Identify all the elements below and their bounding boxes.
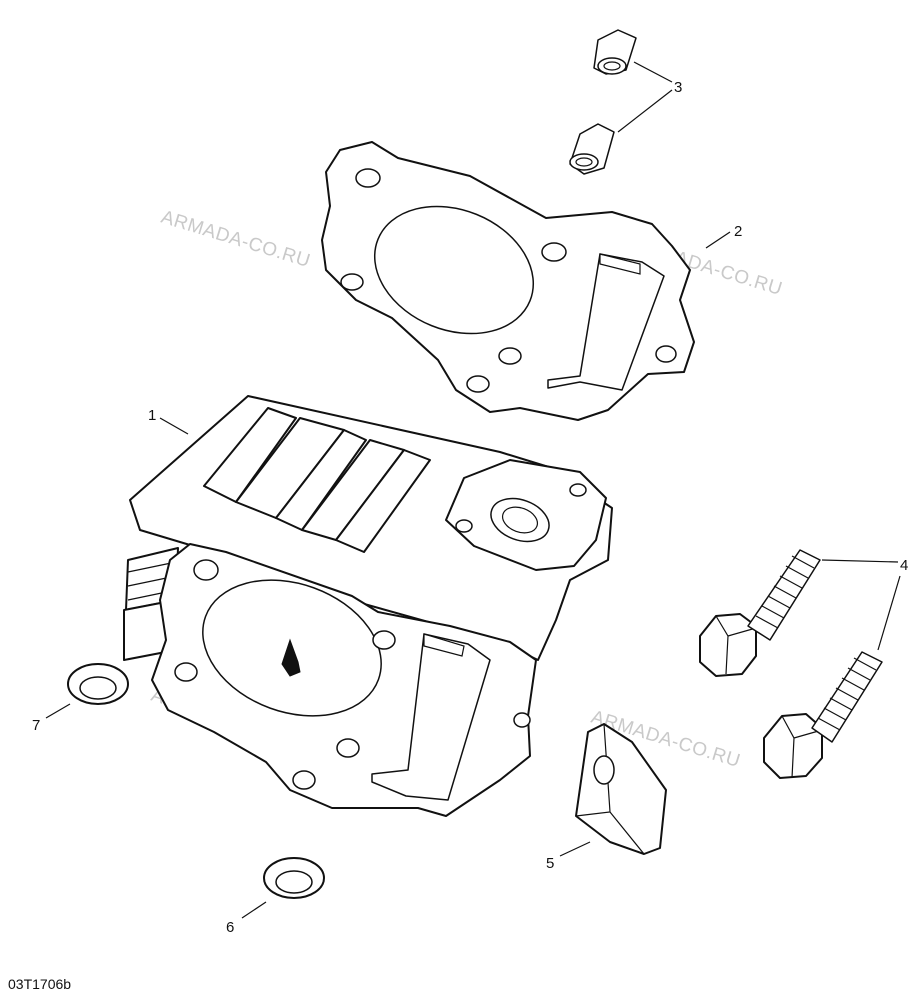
- callout-4: 4: [900, 557, 908, 574]
- callout-5: 5: [546, 855, 554, 872]
- leader-line-3-lower: [617, 89, 673, 133]
- callout-6: 6: [226, 919, 234, 936]
- callout-2: 2: [734, 223, 742, 240]
- leader-line-7: [45, 703, 71, 719]
- dowel-pin-lower: [569, 123, 615, 175]
- flange-bolt-upper: [699, 549, 821, 677]
- dowel-pin-upper: [593, 29, 637, 75]
- sealing-washer-6: [263, 857, 325, 899]
- leader-line-2: [705, 231, 731, 249]
- cylinder-gasket: [321, 141, 695, 421]
- leader-line-4-upper: [821, 559, 899, 563]
- clip-bracket: [575, 723, 667, 855]
- watermark-1: ARMADA-CO.RU: [159, 207, 313, 272]
- leader-line-1: [159, 417, 189, 435]
- cylinder-block: [123, 395, 613, 817]
- callout-7: 7: [32, 717, 40, 734]
- callout-3: 3: [674, 79, 682, 96]
- sealing-washer-7: [67, 663, 129, 705]
- leader-line-5: [559, 841, 591, 857]
- diagram-code: 03T1706b: [8, 976, 72, 992]
- leader-line-4-lower: [877, 575, 901, 651]
- callout-1: 1: [148, 407, 156, 424]
- flange-bolt-lower: [763, 651, 883, 779]
- leader-line-3-upper: [633, 61, 673, 83]
- leader-line-6: [241, 901, 267, 919]
